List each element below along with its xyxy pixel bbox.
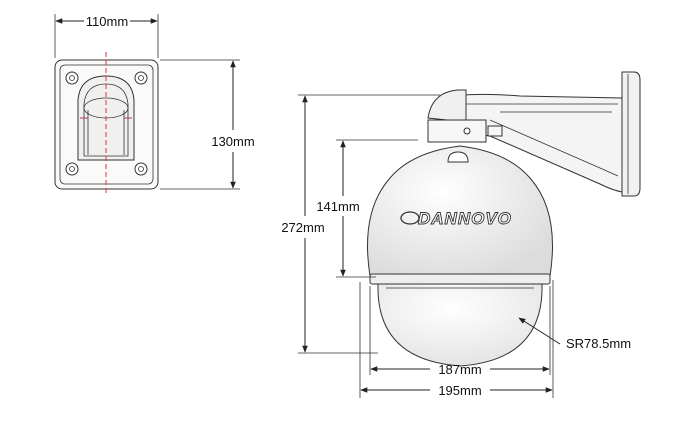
dimension-dome-body-height: 141mm — [316, 139, 418, 278]
dimension-label-dome-body-height: 141mm — [316, 199, 359, 214]
brand-logo: DANNOVO — [400, 209, 512, 228]
mount-screw-icon — [463, 127, 471, 135]
dimension-total-height: 272mm — [281, 94, 440, 354]
screw-hole-bottom-right — [134, 162, 148, 176]
dimension-dome-width-inner: 187mm — [369, 286, 551, 377]
dimension-label-dome-width-inner: 187mm — [438, 362, 481, 377]
dimension-dome-width-outer: 195mm — [359, 280, 554, 398]
mount-block — [427, 119, 487, 143]
arm-neck — [427, 89, 467, 123]
wall-mount-plate — [621, 71, 641, 197]
screw-hole-bottom-left — [65, 162, 79, 176]
dome-collar — [369, 273, 551, 285]
bracket-front-view — [54, 52, 159, 196]
screw-hole-top-left — [65, 71, 79, 85]
dimension-bracket-width: 110mm — [54, 14, 159, 58]
dimension-label-bracket-width: 110mm — [86, 14, 128, 29]
dimension-label-dome-width-outer: 195mm — [438, 383, 481, 398]
dimension-label-bracket-height: 130mm — [211, 134, 254, 149]
camera-side-view: DANNOVO — [367, 71, 641, 367]
logo-swirl-icon — [400, 211, 420, 225]
screw-hole-top-right — [134, 71, 148, 85]
dimension-label-dome-radius: SR78.5mm — [566, 336, 631, 351]
dimension-label-total-height: 272mm — [281, 220, 324, 235]
dome-housing — [367, 145, 553, 277]
logo-text: DANNOVO — [418, 209, 512, 228]
dome-bubble — [377, 283, 543, 367]
dimension-bracket-height: 130mm — [160, 59, 255, 190]
